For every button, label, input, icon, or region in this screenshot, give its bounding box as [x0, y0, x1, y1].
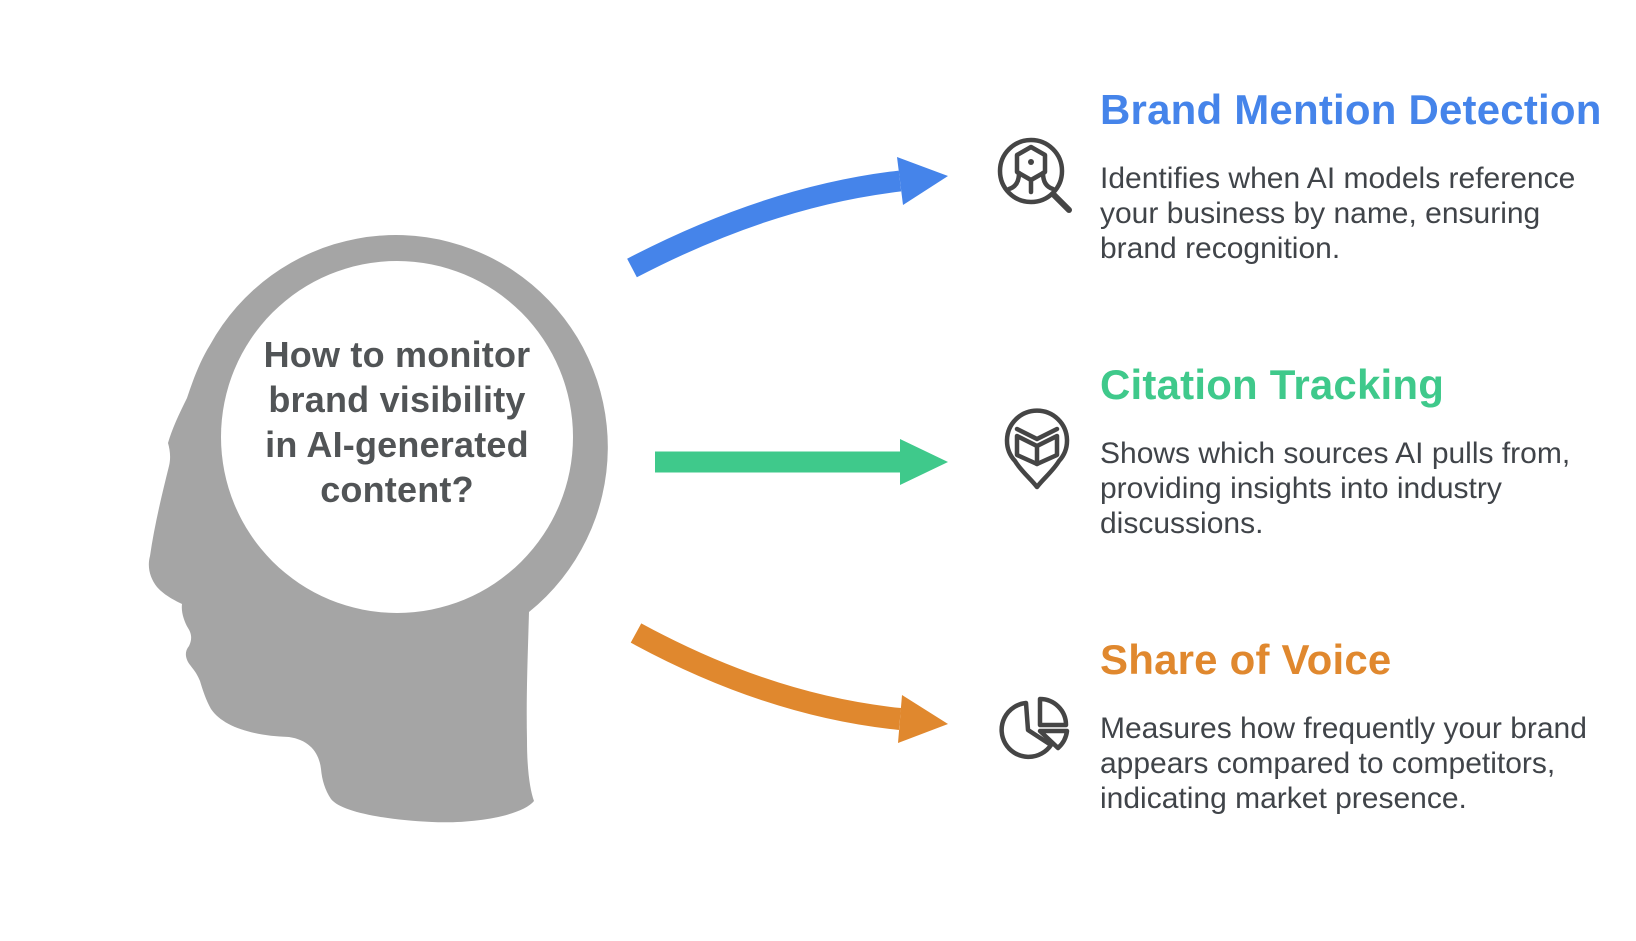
robot-search-icon — [997, 137, 1072, 213]
section-title-share-of-voice: Share of Voice — [1100, 636, 1392, 683]
thought-bubble-circle — [221, 261, 573, 613]
arrow-citation-tracking — [655, 439, 948, 485]
head-question-text: How to monitor brand visibility in AI-ge… — [263, 334, 531, 510]
arrow-share-of-voice — [630, 623, 948, 743]
section-description-brand-mention-detection: Identifies when AI models reference your… — [1100, 162, 1576, 265]
pie-chart-icon — [999, 696, 1070, 760]
section-title-citation-tracking: Citation Tracking — [1100, 361, 1445, 408]
section-title-brand-mention-detection: Brand Mention Detection — [1100, 86, 1602, 133]
section-description-share-of-voice: Measures how frequently your brand appea… — [1100, 712, 1587, 815]
section-description-citation-tracking: Shows which sources AI pulls from, provi… — [1100, 437, 1571, 540]
arrow-brand-mention — [627, 157, 948, 278]
book-pin-icon — [1004, 408, 1070, 490]
